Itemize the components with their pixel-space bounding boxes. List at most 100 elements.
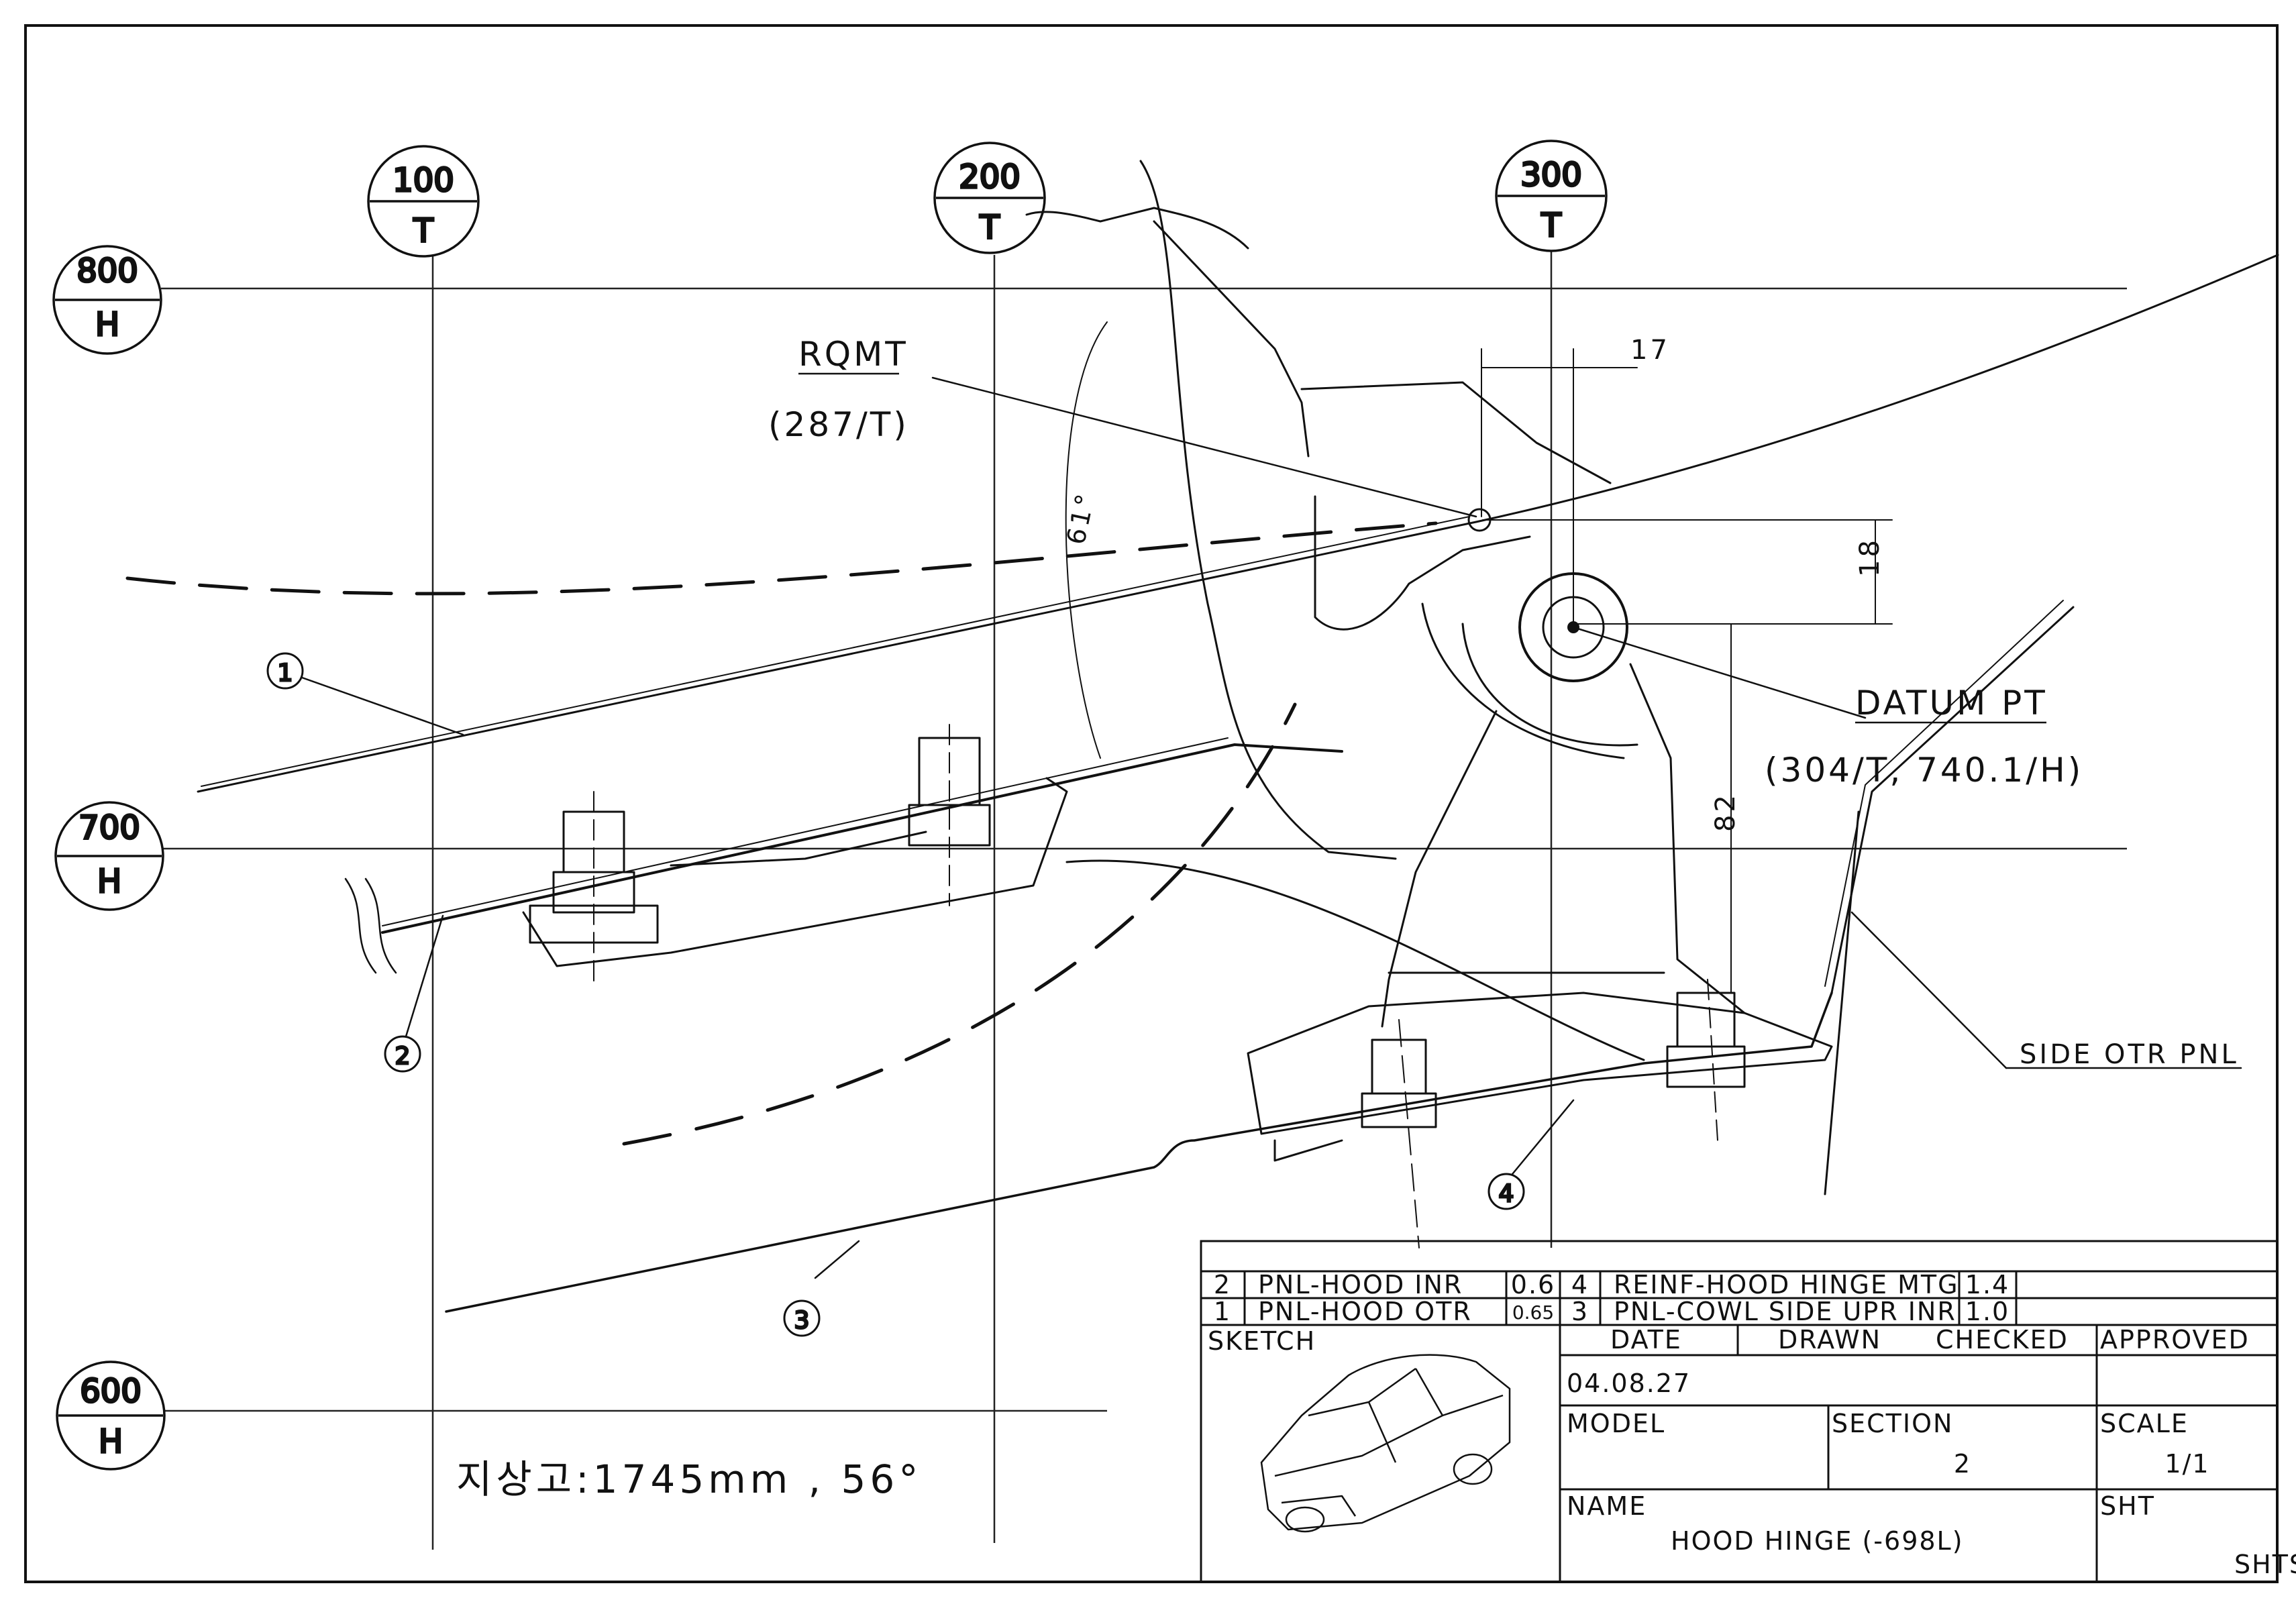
hood-outer-line-inner [201,516,1470,787]
svg-text:T: T [1541,207,1561,244]
datum-point-marker [1567,621,1579,633]
part-name: PNL-HOOD INR [1258,1270,1463,1299]
hood-inner-panel-2 [382,737,1229,926]
cowl-dashed-arc [622,702,1297,1146]
sketch-label: SKETCH [1208,1326,1316,1356]
hinge-link-upper [1300,381,1612,484]
callout-1: 1 [266,652,304,690]
angle-label: 61° [1061,489,1101,547]
hinge-body-right [1629,663,1746,1014]
leader-callout-4 [1508,1099,1575,1179]
rqmt-point-marker [1467,508,1492,532]
section-value: 2 [1954,1449,1971,1479]
hinge-body-left [1381,710,1498,1028]
cowl-inner-curve [1065,859,1645,1061]
date-value: 04.08.27 [1567,1369,1691,1398]
grid-bubble-800h: 800 H [52,245,162,355]
hood-outer-line [197,521,1477,793]
svg-text:0.6: 0.6 [1511,1270,1555,1299]
svg-text:200: 200 [959,158,1021,196]
leader-side-otr [1850,911,2007,1069]
bolt-2 [908,724,991,906]
hinge-arm-top [1025,207,1249,250]
svg-text:700: 700 [79,809,140,847]
date-label: DATE [1610,1325,1682,1354]
svg-text:H: H [95,306,119,343]
hood-outer-curve [1475,254,2279,523]
dim-18-label: 18 [1855,537,1885,577]
car-sketch [1260,1354,1511,1533]
cowl-side-panel [445,992,1833,1313]
leader-rqmt [931,376,1477,518]
hood-inner-flange [522,777,1068,967]
bolt-4 [1666,979,1746,1141]
leader-callout-3 [814,1240,860,1279]
title-block [1200,1240,2279,1583]
angle-arc-61 [1065,321,1108,759]
drawn-label: DRAWN [1778,1325,1881,1354]
rqmt-label: RQMT [798,335,908,374]
model-label: MODEL [1567,1409,1665,1438]
svg-text:1: 1 [1214,1297,1231,1326]
svg-text:3: 3 [794,1307,810,1334]
svg-text:600: 600 [80,1373,142,1410]
svg-text:300: 300 [1520,156,1582,194]
svg-text:100: 100 [393,162,454,199]
scale-label: SCALE [2100,1409,2189,1438]
leader-datum [1572,626,1867,719]
hinge-arm-strut [1153,220,1310,458]
svg-text:2: 2 [395,1043,411,1070]
dim-82-label: 82 [1710,792,1741,832]
part-name: PNL-COWL SIDE UPR INR [1614,1297,1956,1326]
scale-value: 1/1 [2164,1449,2209,1479]
grid-bubble-100t: 100 T [367,145,480,258]
datum-label: DATUM PT [1855,684,2048,723]
approved-label: APPROVED [2100,1325,2250,1354]
callout-4: 4 [1488,1173,1525,1210]
hood-inner-panel [381,743,1343,934]
parts-list: 2 PNL-HOOD INR 0.6 1 PNL-HOOD OTR 0.65 4… [1214,1270,2010,1326]
ground-height-note: 지상고:1745mm , 56° [456,1456,922,1502]
side-outer-panel-2 [1824,600,2064,987]
leader-callout-2 [405,914,444,1038]
hood-inner-rib [670,831,927,867]
hinge-mounting-plate [1247,992,1833,1135]
grid-bubble-700h: 700 H [54,801,164,911]
grid-bubble-200t: 200 T [933,142,1046,254]
bolt-1 [529,791,659,987]
svg-text:800: 800 [76,252,138,290]
section-label: SECTION [1832,1409,1953,1438]
svg-text:4: 4 [1571,1270,1589,1299]
side-outer-lower [1824,810,1860,1195]
grid-bubble-300t: 300 T [1495,140,1608,252]
svg-text:T: T [979,209,1000,246]
rqmt-coord: (287/T) [768,405,909,444]
name-value: HOOD HINGE (-698L) [1671,1526,1964,1556]
grid-lines [161,252,2127,1550]
leader-callout-1 [301,676,464,736]
callout-3: 3 [783,1299,821,1337]
svg-text:H: H [99,1423,123,1460]
checked-label: CHECKED [1936,1325,2069,1354]
sheet-border [24,24,2279,1583]
part-name: REINF-HOOD HINGE MTG [1614,1270,1959,1299]
svg-text:1.4: 1.4 [1965,1270,2010,1299]
svg-text:1: 1 [278,659,293,687]
svg-text:1.0: 1.0 [1965,1297,2010,1326]
datum-coord: (304/T, 740.1/H) [1765,751,2083,790]
hinge-swing-arc [1421,602,1638,759]
dim-17-label: 17 [1630,335,1670,366]
svg-text:T: T [413,212,433,250]
svg-text:4: 4 [1499,1180,1514,1208]
part-name: PNL-HOOD OTR [1258,1297,1472,1326]
dimension-17 [1481,348,1638,625]
name-label: NAME [1567,1491,1647,1521]
svg-text:2: 2 [1214,1270,1231,1299]
hood-open-dashed-arc [125,521,1438,596]
hinge-plate-lip [1273,1139,1343,1162]
dimension-18 [1482,519,1893,625]
sht-label: SHT [2100,1491,2155,1521]
svg-text:H: H [97,863,121,900]
